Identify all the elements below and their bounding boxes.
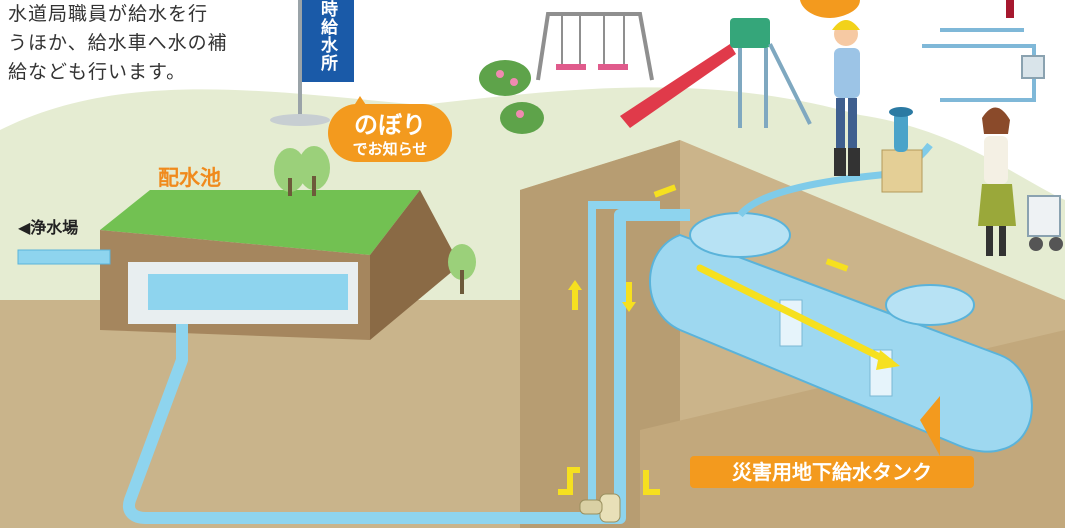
banner-label: 時給水所 <box>317 0 337 72</box>
callout-top <box>800 0 860 18</box>
hydrant-icon <box>881 107 923 193</box>
tank-label: 災害用地下給水タンク <box>732 460 932 484</box>
reservoir-top <box>100 190 420 255</box>
faucet-rack-icon <box>922 28 1045 102</box>
callout-bubble <box>328 96 452 162</box>
water-plant-label: ◀浄水場 <box>18 218 79 237</box>
inflow-pipe <box>17 249 111 265</box>
tank-label-badge <box>690 456 974 488</box>
slide-icon <box>620 18 812 128</box>
tank-label-pointer <box>920 396 940 456</box>
reservoir-label: 配水池 <box>158 166 221 190</box>
worker-icon <box>832 20 860 176</box>
resident-icon <box>978 107 1016 256</box>
banner-pole <box>298 0 302 118</box>
swing-icon <box>536 12 654 81</box>
return-pipe <box>588 201 660 500</box>
red-post <box>1006 0 1014 18</box>
callout-title: のぼり <box>354 111 426 139</box>
underground-tank <box>649 212 1033 453</box>
reservoir-water <box>148 274 348 310</box>
callout-subtitle: でお知らせ <box>352 140 428 158</box>
ground-soil <box>0 300 520 528</box>
reservoir-side <box>370 190 460 340</box>
supply-pipe <box>123 209 690 524</box>
cart-icon <box>1027 195 1063 251</box>
bush-icon <box>479 60 544 134</box>
flow-arrow-icon <box>558 184 849 495</box>
banner-flag <box>302 0 354 82</box>
pump-icon <box>579 493 621 523</box>
banner-base <box>270 114 330 126</box>
tree-icon <box>274 146 330 196</box>
intro-description: 水道局職員が給水を行 うほか、給水車へ水の補 給なども行います。 <box>8 3 228 83</box>
tree-icon <box>448 244 476 294</box>
